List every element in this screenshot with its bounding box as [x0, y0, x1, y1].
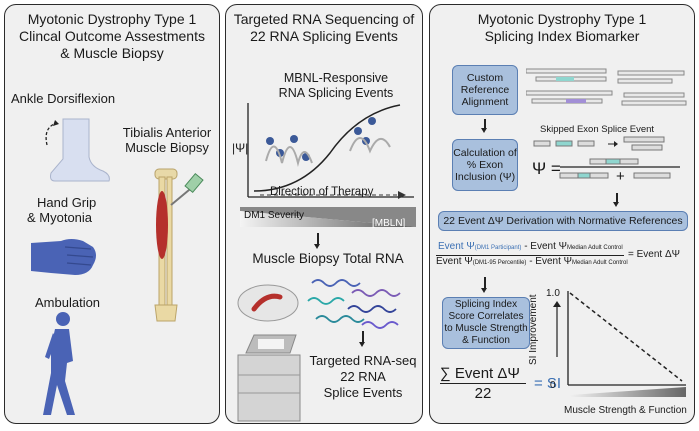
eq-denominator-sub: (DM1-95 Percentile) — [472, 260, 527, 266]
direction-label: Direction of Therapy — [270, 186, 374, 198]
derivation-box: 22 Event ΔΨ Derivation with Normative Re… — [438, 211, 688, 231]
rna-sample-icon — [237, 279, 401, 329]
targeted-seq-line1: Targeted RNA-seq — [309, 353, 417, 368]
panel1-title: Myotonic Dystrophy Type 1 Clincal Outcom… — [5, 11, 219, 62]
targeted-seq-line3: Splice Events — [323, 385, 403, 400]
panel3-title: Myotonic Dystrophy Type 1 Splicing Index… — [430, 11, 694, 45]
panel2-title-line2: 22 RNA Splicing Events — [250, 28, 398, 44]
fist-icon — [31, 239, 96, 275]
walking-person-icon — [43, 312, 75, 415]
mbln-label: [MBLN] — [372, 218, 406, 229]
plus-sign: + — [616, 168, 625, 185]
leg-muscle-icon — [154, 168, 204, 322]
mbnl-label: MBNL-Responsive RNA Splicing Events — [256, 71, 416, 101]
biopsy-label-line1: Tibialis Anterior — [122, 125, 212, 140]
arrow-to-derivation — [613, 193, 619, 207]
x-axis-label: Muscle Strength & Function — [564, 405, 687, 416]
si-correlation-plot — [567, 291, 686, 397]
y-axis-label: SI Improvement — [528, 294, 539, 365]
si-formula-numerator: ∑ Event ΔΨ — [440, 365, 520, 382]
arrow-to-rna — [314, 233, 320, 249]
mbnl-label-line1: MBNL-Responsive — [283, 71, 389, 85]
splicing-curve-plot — [247, 103, 414, 199]
hand-grip-line2: & Myotonia — [27, 210, 93, 225]
si-result: = SI — [534, 375, 562, 392]
y-axis-arrow-icon — [553, 301, 561, 357]
panel1-title-line2: Clincal Outcome Assestments — [19, 28, 205, 44]
targeted-seq-line2: 22 RNA — [340, 369, 386, 384]
y-axis-bottom-tick: 0 — [550, 380, 556, 391]
panel-splicing-index: Myotonic Dystrophy Type 1 Splicing Index… — [429, 4, 695, 424]
splice-event-icon — [533, 136, 680, 179]
si-correlation-box: Splicing Index Score Correlates to Muscl… — [442, 297, 530, 349]
panel-clinical-assessments: Myotonic Dystrophy Type 1 Clincal Outcom… — [4, 4, 220, 424]
eq-denominator-control-sub: Median Adult Control — [572, 260, 628, 266]
biopsy-label: Tibialis Anterior Muscle Biopsy — [115, 125, 219, 155]
severity-gradient-bar — [240, 207, 416, 227]
severity-label: DM1 Severity — [244, 210, 305, 221]
ambulation-label: Ambulation — [35, 295, 101, 310]
psi-equation-label: Ψ = — [532, 159, 561, 178]
skipped-exon-label: Skipped Exon Splice Event — [540, 124, 655, 135]
eq-numerator-control-sub: Median Adult Control — [567, 245, 623, 251]
foot-icon — [45, 118, 110, 182]
exon-inclusion-box: Calculation of % Exon Inclusion (Ψ) — [452, 139, 518, 191]
panel3-title-line2: Splicing Index Biomarker — [484, 28, 640, 44]
eq-numerator-control: - Event Ψ — [524, 241, 567, 252]
panel-rna-sequencing: Targeted RNA Sequencing of 22 RNA Splici… — [225, 4, 423, 424]
eq-denominator-control: - Event Ψ — [529, 256, 572, 267]
arrow-to-seq — [359, 331, 365, 347]
eq-numerator-sub: (DM1 Participant) — [474, 245, 522, 251]
custom-alignment-box: Custom Reference Alignment — [452, 65, 518, 115]
targeted-seq-label: Targeted RNA-seq 22 RNA Splice Events — [304, 353, 422, 401]
alignment-reads-icon — [526, 68, 687, 106]
ankle-dorsiflexion-label: Ankle Dorsiflexion — [11, 91, 116, 106]
sequencer-icon — [237, 334, 301, 422]
total-rna-label: Muscle Biopsy Total RNA — [252, 251, 404, 266]
panel1-title-line3: & Muscle Biopsy — [60, 45, 164, 61]
delta-psi-equation: Event Ψ(DM1 Participant) - Event ΨMedian… — [436, 241, 692, 267]
si-formula-denominator: 22 — [474, 385, 492, 403]
psi-axis-label: |Ψ| — [232, 141, 249, 155]
hand-grip-label: Hand Grip & Myotonia — [27, 195, 96, 225]
eq-result: = Event ΔΨ — [628, 249, 681, 260]
panel2-title: Targeted RNA Sequencing of 22 RNA Splici… — [226, 11, 422, 45]
panel3-title-line1: Myotonic Dystrophy Type 1 — [477, 11, 647, 27]
si-formula: ∑ Event ΔΨ 22 — [440, 365, 526, 402]
panel1-title-line1: Myotonic Dystrophy Type 1 — [27, 11, 197, 27]
mbnl-label-line2: RNA Splicing Events — [278, 86, 394, 100]
hand-grip-line1: Hand Grip — [37, 195, 97, 210]
y-axis-top-tick: 1.0 — [546, 288, 560, 299]
biopsy-label-line2: Muscle Biopsy — [125, 140, 209, 155]
eq-denominator-event: Event Ψ — [436, 256, 473, 267]
panel2-title-line1: Targeted RNA Sequencing of — [233, 11, 415, 27]
arrow-to-calc — [481, 119, 487, 133]
eq-numerator-event: Event Ψ — [438, 241, 475, 252]
arrow-to-si — [481, 277, 487, 293]
